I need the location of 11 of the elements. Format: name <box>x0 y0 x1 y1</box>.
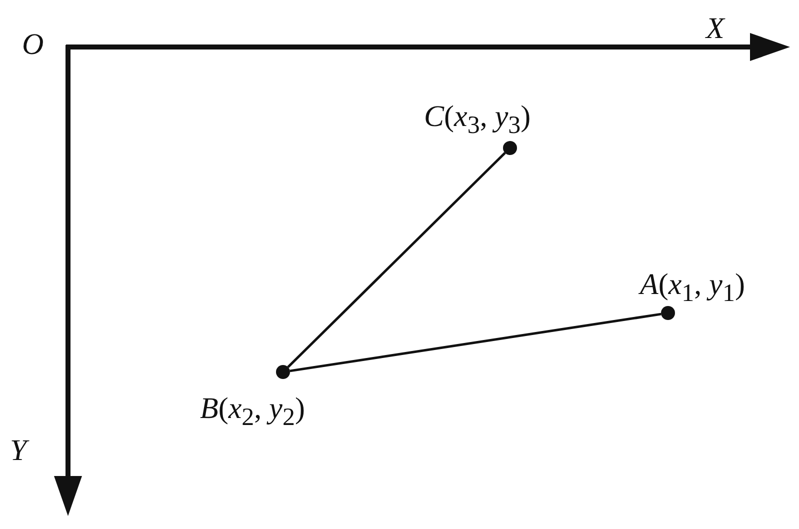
axis-label: Y <box>10 434 27 468</box>
point-label: A(x$_{1}$, y$_{1}$) <box>640 268 745 309</box>
point-dot <box>661 306 675 320</box>
point-dot <box>276 365 290 379</box>
point-label: C(x$_{3}$, y$_{3}$) <box>424 100 531 141</box>
line-segment <box>287 152 506 368</box>
point-label: B(x$_{2}$, y$_{2}$) <box>200 392 305 433</box>
point-dot <box>503 141 517 155</box>
axis-label: X <box>706 12 724 46</box>
line-segment <box>290 312 662 372</box>
origin-label: O <box>22 28 44 62</box>
